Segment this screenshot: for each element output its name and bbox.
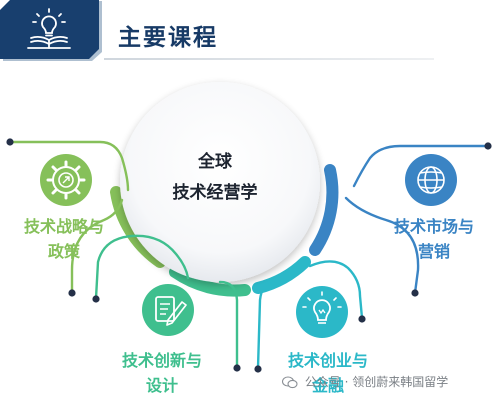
center-title-line1: 全球 xyxy=(198,152,232,172)
branch-label-line: 技术战略与 xyxy=(23,217,104,236)
endpoint-dot xyxy=(254,365,262,373)
endpoint-dot xyxy=(358,315,366,323)
connector-finance-left xyxy=(256,278,277,370)
globe-icon xyxy=(405,154,457,206)
branch-label-marketing: 技术市场与 营销 xyxy=(384,214,484,264)
arc-segment-blue xyxy=(309,164,339,256)
connector-marketing-bottom xyxy=(344,196,420,295)
branch-label-line: 金融 xyxy=(311,376,344,395)
branch-label-strategy: 技术战略与 政策 xyxy=(14,214,114,264)
connector-strategy-top xyxy=(8,140,130,192)
endpoint-dot xyxy=(68,289,76,297)
connector-strategy-bottom xyxy=(70,198,124,294)
center-hub xyxy=(120,82,320,282)
title-underline xyxy=(104,58,434,60)
branch-label-line: 营销 xyxy=(417,242,450,261)
connector-finance-right xyxy=(308,260,364,320)
lightbulb-icon xyxy=(296,286,348,338)
wechat-icon xyxy=(282,376,298,389)
watermark: 公众号 · 领创蔚来韩国留学 xyxy=(282,373,448,390)
lightbulb-book-icon xyxy=(27,8,71,49)
connector-innovation-right xyxy=(218,280,239,370)
connector-innovation-left xyxy=(94,234,190,300)
center-title-line2: 技术经营学 xyxy=(172,183,258,203)
endpoint-dot xyxy=(484,142,492,150)
branch-label-line: 技术创新与 xyxy=(121,351,202,370)
arc-segment-green xyxy=(110,186,166,268)
connector-marketing-top xyxy=(352,144,490,188)
section-title: 主要课程 xyxy=(118,25,218,51)
endpoint-dot xyxy=(92,295,100,303)
branch-label-line: 设计 xyxy=(145,376,178,395)
watermark-text: 公众号 · 领创蔚来韩国留学 xyxy=(304,375,449,389)
branch-label-line: 技术市场与 xyxy=(393,217,474,236)
branch-label-finance: 技术创业与 金融 xyxy=(278,348,378,398)
arc-segment-cyan xyxy=(252,256,311,294)
gear-icon xyxy=(40,154,92,206)
document-pen-icon xyxy=(142,284,194,336)
endpoint-dot xyxy=(233,364,241,372)
endpoint-dot xyxy=(6,138,14,146)
endpoint-dot xyxy=(411,289,419,297)
branch-label-line: 技术创业与 xyxy=(287,351,368,370)
header-badge xyxy=(0,0,102,61)
branch-label-innovation: 技术创新与 设计 xyxy=(112,348,212,398)
arc-segment-teal xyxy=(169,266,251,297)
branch-label-line: 政策 xyxy=(47,242,80,261)
